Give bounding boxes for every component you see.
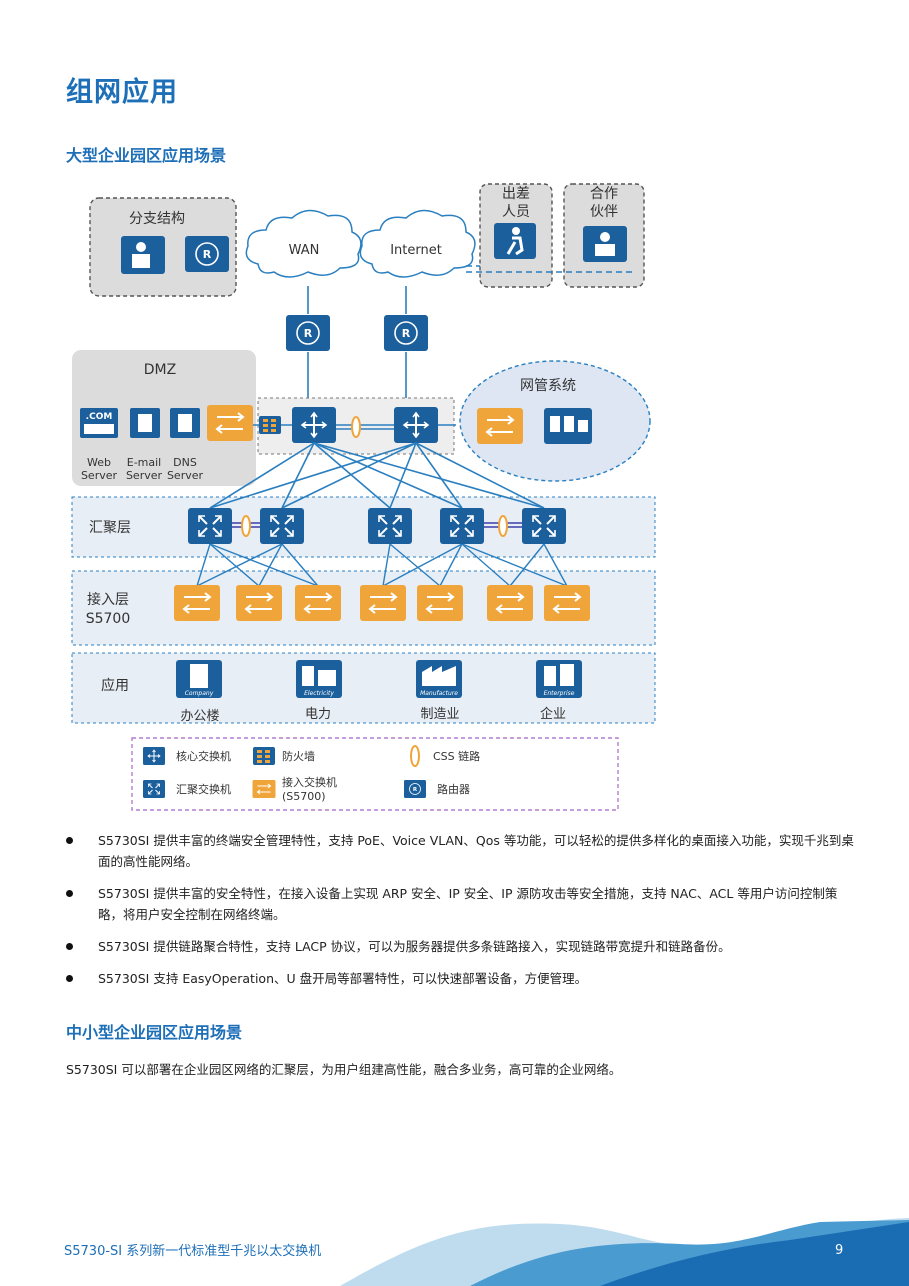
svg-text:人员: 人员 [502, 204, 530, 220]
firewall-icon [259, 416, 281, 434]
app-power-label: 电力 [305, 707, 331, 722]
svg-text:Enterprise: Enterprise [544, 690, 575, 697]
travel-person-icon [494, 223, 536, 259]
access-switch-5-icon [416, 584, 464, 622]
agg-access-links [196, 543, 568, 587]
aggregation-layer-label: 汇聚层 [89, 520, 131, 536]
access-switch-6-icon [486, 584, 534, 622]
network-topology-diagram: R 分支结构 [71, 183, 656, 811]
core-css-link-icon [351, 416, 361, 438]
nms-access-switch-icon [476, 407, 524, 445]
svg-text:合作: 合作 [590, 186, 618, 202]
internet-router-icon [383, 314, 429, 352]
wan-cloud: WAN [245, 209, 362, 278]
footer-wave-decoration [340, 1218, 909, 1286]
partner-group: 合作 伙伴 [563, 183, 645, 288]
bullet-dot-icon [66, 975, 73, 982]
svg-text:E-mail: E-mail [127, 456, 162, 469]
legend-css-label: CSS 链路 [433, 749, 480, 763]
bullet-item: S5730SI 提供丰富的终端安全管理特性，支持 PoE、Voice VLAN、… [66, 830, 856, 872]
aggregation-layer-box [71, 496, 656, 558]
svg-text:网管系统: 网管系统 [520, 378, 576, 394]
svg-text:DMZ: DMZ [144, 362, 176, 378]
nms-group: 网管系统 [459, 360, 651, 482]
legend-firewall-label: 防火墙 [282, 749, 315, 763]
svg-text:WAN: WAN [289, 243, 320, 258]
agg-switch-3-icon [367, 507, 413, 545]
svg-text:Manufacture: Manufacture [420, 690, 458, 697]
agg-switch-1-icon [187, 507, 233, 545]
section-title-large-campus: 大型企业园区应用场景 [66, 146, 227, 165]
legend-access-label-1: 接入交换机 [282, 775, 337, 789]
bullet-dot-icon [66, 837, 73, 844]
app-office-label: 办公楼 [180, 709, 219, 724]
app-enterprise-label: 企业 [540, 706, 566, 722]
bullet-item: S5730SI 提供链路聚合特性，支持 LACP 协议，可以为服务器提供多条链路… [66, 936, 856, 957]
core-agg-links [209, 442, 545, 509]
bullet-item: S5730SI 提供丰富的安全特性，在接入设备上实现 ARP 安全、IP 安全、… [66, 883, 856, 925]
agg-css-link-1-icon [241, 515, 251, 537]
agg-switch-4-icon [439, 507, 485, 545]
svg-text:Web: Web [87, 456, 111, 469]
svg-text:Server: Server [167, 469, 204, 482]
bullet-item: S5730SI 支持 EasyOperation、U 盘开局等部署特性，可以快速… [66, 968, 856, 989]
svg-text:Company: Company [185, 690, 214, 697]
branch-group: 分支结构 [89, 197, 237, 297]
svg-text:伙伴: 伙伴 [590, 204, 618, 220]
access-layer-label-1: 接入层 [87, 591, 129, 608]
core-switch-right-icon [393, 406, 439, 444]
enterprise-icon: Enterprise [536, 660, 582, 698]
office-building-icon: Company [176, 660, 222, 698]
svg-text:出差: 出差 [502, 186, 530, 202]
application-layer-label: 应用 [101, 677, 129, 694]
travel-staff-group: 出差 人员 [479, 183, 553, 288]
svg-text:.COM: .COM [86, 412, 113, 422]
access-switch-3-icon [294, 584, 342, 622]
electricity-icon: Electricity [296, 660, 342, 698]
feature-bullet-list: S5730SI 提供丰富的终端安全管理特性，支持 PoE、Voice VLAN、… [66, 830, 856, 1000]
svg-text:Server: Server [81, 469, 118, 482]
legend-core-label: 核心交换机 [176, 749, 231, 763]
branch-router-icon [184, 235, 230, 273]
svg-text:Server: Server [126, 469, 163, 482]
bullet-dot-icon [66, 943, 73, 950]
agg-css-link-2-icon [498, 515, 508, 537]
dmz-access-switch-icon [206, 404, 254, 442]
section2-paragraph: S5730SI 可以部署在企业园区网络的汇聚层，为用户组建高性能，融合多业务，高… [66, 1062, 622, 1077]
core-switch-left-icon [291, 406, 337, 444]
legend: 核心交换机 防火墙 CSS 链路 汇聚交换机 接入交换机 (S5700) 路由器 [131, 737, 619, 811]
wan-router-icon [285, 314, 331, 352]
app-manufacturing-label: 制造业 [420, 707, 459, 722]
footer-product-name: S5730-SI 系列新一代标准型千兆以太交换机 [64, 1244, 322, 1259]
svg-text:Electricity: Electricity [304, 690, 334, 697]
branch-label: 分支结构 [129, 211, 185, 227]
legend-access-label-2: (S5700) [282, 790, 326, 803]
access-switch-1-icon [173, 584, 221, 622]
agg-switch-5-icon [521, 507, 567, 545]
internet-cloud: Internet [359, 209, 476, 278]
access-switch-4-icon [359, 584, 407, 622]
agg-switch-2-icon [259, 507, 305, 545]
dmz-group: DMZ .COM Web Server E-mail Server DNS Se… [72, 350, 256, 486]
manufacturing-icon: Manufacture [416, 660, 462, 698]
access-switch-2-icon [235, 584, 283, 622]
access-layer-label-2: S5700 [86, 611, 131, 627]
page-title: 组网应用 [66, 77, 178, 108]
page-number: 9 [835, 1243, 844, 1258]
section-title-small-medium-campus: 中小型企业园区应用场景 [66, 1023, 243, 1042]
legend-agg-label: 汇聚交换机 [176, 782, 231, 796]
svg-text:Internet: Internet [390, 243, 442, 258]
svg-text:DNS: DNS [173, 456, 197, 469]
bullet-dot-icon [66, 890, 73, 897]
access-switch-7-icon [543, 584, 591, 622]
legend-router-label: 路由器 [437, 782, 470, 796]
